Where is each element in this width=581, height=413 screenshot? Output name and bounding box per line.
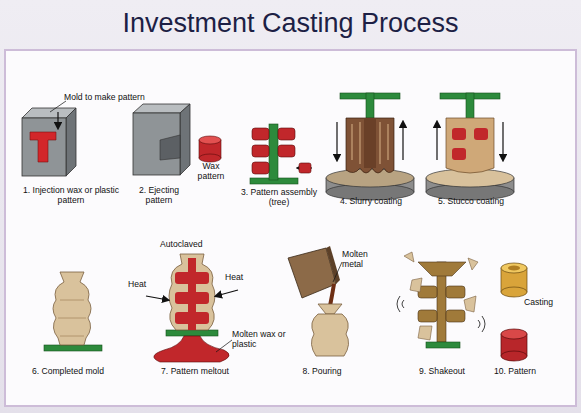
casting xyxy=(501,263,527,297)
completed-mold-part xyxy=(44,345,102,351)
shakeout-part xyxy=(410,278,422,292)
shakeout-part xyxy=(426,342,460,348)
pattern-meltout-part xyxy=(216,290,238,296)
casting-part xyxy=(501,287,527,297)
pouring-part xyxy=(333,262,342,282)
pattern-tree-part xyxy=(278,145,295,157)
stucco-tank-part xyxy=(452,148,466,160)
injection-mold-part xyxy=(30,132,56,162)
injection-mold-part xyxy=(22,118,66,176)
final-pattern-part xyxy=(501,351,527,361)
final-pattern xyxy=(501,329,527,361)
pattern-meltout-part xyxy=(169,254,215,330)
slurry-tank-part xyxy=(402,122,403,160)
pattern-tree-part xyxy=(299,163,311,173)
pouring-part xyxy=(318,304,342,314)
injection-mold xyxy=(22,101,76,176)
slurry-tank-part xyxy=(364,118,376,168)
step-caption: 10. Pattern xyxy=(478,367,552,377)
pattern-tree-part xyxy=(252,145,269,157)
callout-label: Heat xyxy=(128,280,158,290)
shakeout-part xyxy=(464,296,476,312)
panel xyxy=(5,50,576,406)
pattern-meltout-part xyxy=(216,340,232,352)
shakeout-part xyxy=(446,286,465,298)
step-caption: 5. Stucco coating xyxy=(425,197,517,207)
pattern-tree xyxy=(250,124,312,184)
pouring-part xyxy=(311,314,348,356)
callout-label: Molten metal xyxy=(342,250,382,269)
stucco-tank xyxy=(426,93,514,200)
pattern-meltout xyxy=(146,254,238,362)
pouring-part xyxy=(330,284,334,306)
shakeout-part xyxy=(404,252,414,262)
shakeout-part xyxy=(418,310,437,322)
pattern-tree-part xyxy=(252,162,269,174)
slurry-tank-part xyxy=(336,122,337,160)
wax-pattern-part xyxy=(199,136,221,144)
stucco-tank-part xyxy=(474,128,488,140)
ejecting-mold xyxy=(133,104,190,175)
callout-label: Heat xyxy=(225,273,255,283)
callout-label: Molten wax or plastic xyxy=(232,330,288,349)
step-caption: 7. Pattern meltout xyxy=(145,367,245,377)
shakeout-part xyxy=(468,258,478,270)
pattern-tree-part xyxy=(252,128,269,140)
casting-part xyxy=(508,266,520,271)
wax-pattern xyxy=(199,136,221,162)
step-caption: 1. Injection wax or plastic pattern xyxy=(22,186,120,205)
ejecting-mold-part xyxy=(180,104,190,175)
slurry-tank-part xyxy=(346,118,394,173)
shakeout-part xyxy=(418,326,432,340)
stucco-tank-part xyxy=(436,122,437,160)
injection-mold-part xyxy=(57,112,58,128)
pouring-part xyxy=(326,246,340,284)
shakeout xyxy=(397,252,485,348)
step-caption: 4. Slurry coating xyxy=(325,197,417,207)
pattern-meltout-part xyxy=(146,296,168,300)
injection-mold-part xyxy=(50,101,66,112)
completed-mold-part xyxy=(53,272,91,345)
pouring xyxy=(288,246,349,356)
stucco-tank-part xyxy=(452,128,466,140)
casting-part xyxy=(501,263,527,273)
shakeout-part xyxy=(418,262,466,276)
injection-mold-part xyxy=(66,108,76,176)
final-pattern-part xyxy=(501,329,527,339)
callout-label: Casting xyxy=(524,298,568,308)
step-caption: 3. Pattern assembly (tree) xyxy=(238,188,320,207)
slurry-tank-part xyxy=(326,169,414,187)
pattern-meltout-part xyxy=(175,312,209,324)
shakeout-part xyxy=(397,296,485,332)
step-caption: 6. Completed mold xyxy=(22,367,114,377)
step-caption: 9. Shakeout xyxy=(400,367,484,377)
stucco-tank-part xyxy=(502,122,503,160)
ejecting-mold-part xyxy=(133,113,180,175)
callout-label: Wax pattern xyxy=(194,162,228,181)
stucco-tank-part xyxy=(446,118,494,173)
pattern-tree-part xyxy=(278,128,295,140)
completed-mold xyxy=(44,272,102,351)
pattern-meltout-part xyxy=(154,336,229,362)
callout-label: Autoclaved xyxy=(160,240,220,250)
pattern-meltout-part xyxy=(175,292,209,304)
wax-pattern-part xyxy=(199,154,221,162)
pattern-meltout-part xyxy=(166,330,218,336)
ejecting-mold-part xyxy=(160,135,180,160)
pattern-tree-part xyxy=(269,124,278,180)
pattern-meltout-part xyxy=(175,272,209,284)
step-caption: 8. Pouring xyxy=(282,367,362,377)
shakeout-part xyxy=(446,310,465,322)
step-caption: 2. Ejecting pattern xyxy=(128,186,190,205)
callout-label: Mold to make pattern xyxy=(64,93,174,103)
completed-mold-part xyxy=(58,300,86,336)
diagram-title: Investment Casting Process xyxy=(0,8,581,39)
slurry-tank xyxy=(326,93,414,200)
